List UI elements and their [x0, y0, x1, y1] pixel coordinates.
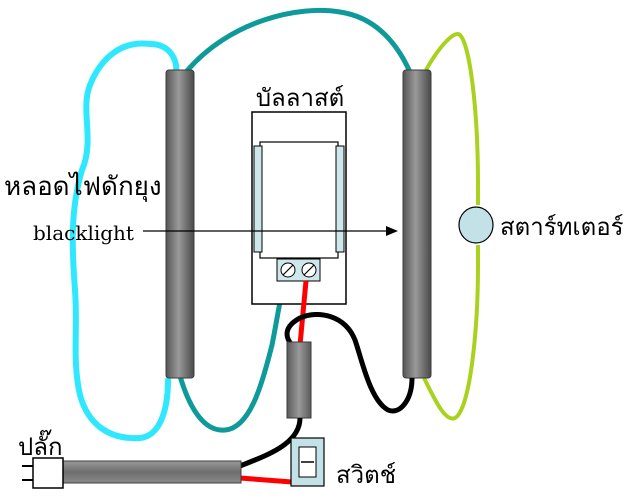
junction-sleeve [286, 341, 312, 419]
black-wire-cord [239, 417, 303, 469]
starter-label: สตาร์ทเตอร์ [500, 213, 624, 241]
ballast-label: บัลลาสต์ [256, 84, 344, 112]
cyan-wire [69, 40, 180, 442]
power-cord [62, 460, 242, 484]
switch-label: สวิตช์ [336, 461, 396, 489]
ballast-coil-left [253, 145, 263, 253]
red-wire-ballast [297, 280, 309, 346]
ballast-coil-right [335, 145, 345, 253]
black-wire-right [284, 312, 415, 414]
plug-icon [22, 457, 64, 489]
starter-icon [458, 206, 494, 244]
ballast-core [259, 141, 339, 259]
lime-wire-starter [422, 32, 480, 421]
right-lamp-tube [402, 69, 432, 379]
blacklight-arrow [143, 226, 398, 236]
plug-label: ปลั๊ก [18, 429, 62, 461]
blacklight-label: blacklight [33, 221, 134, 245]
teal-wire-bottom [177, 281, 287, 433]
ballast [251, 111, 347, 305]
lamp-label: หลอดไฟดักยุง [4, 171, 162, 202]
switch-icon [290, 437, 325, 487]
teal-wire-top [184, 7, 413, 74]
left-lamp-tube [165, 69, 195, 379]
